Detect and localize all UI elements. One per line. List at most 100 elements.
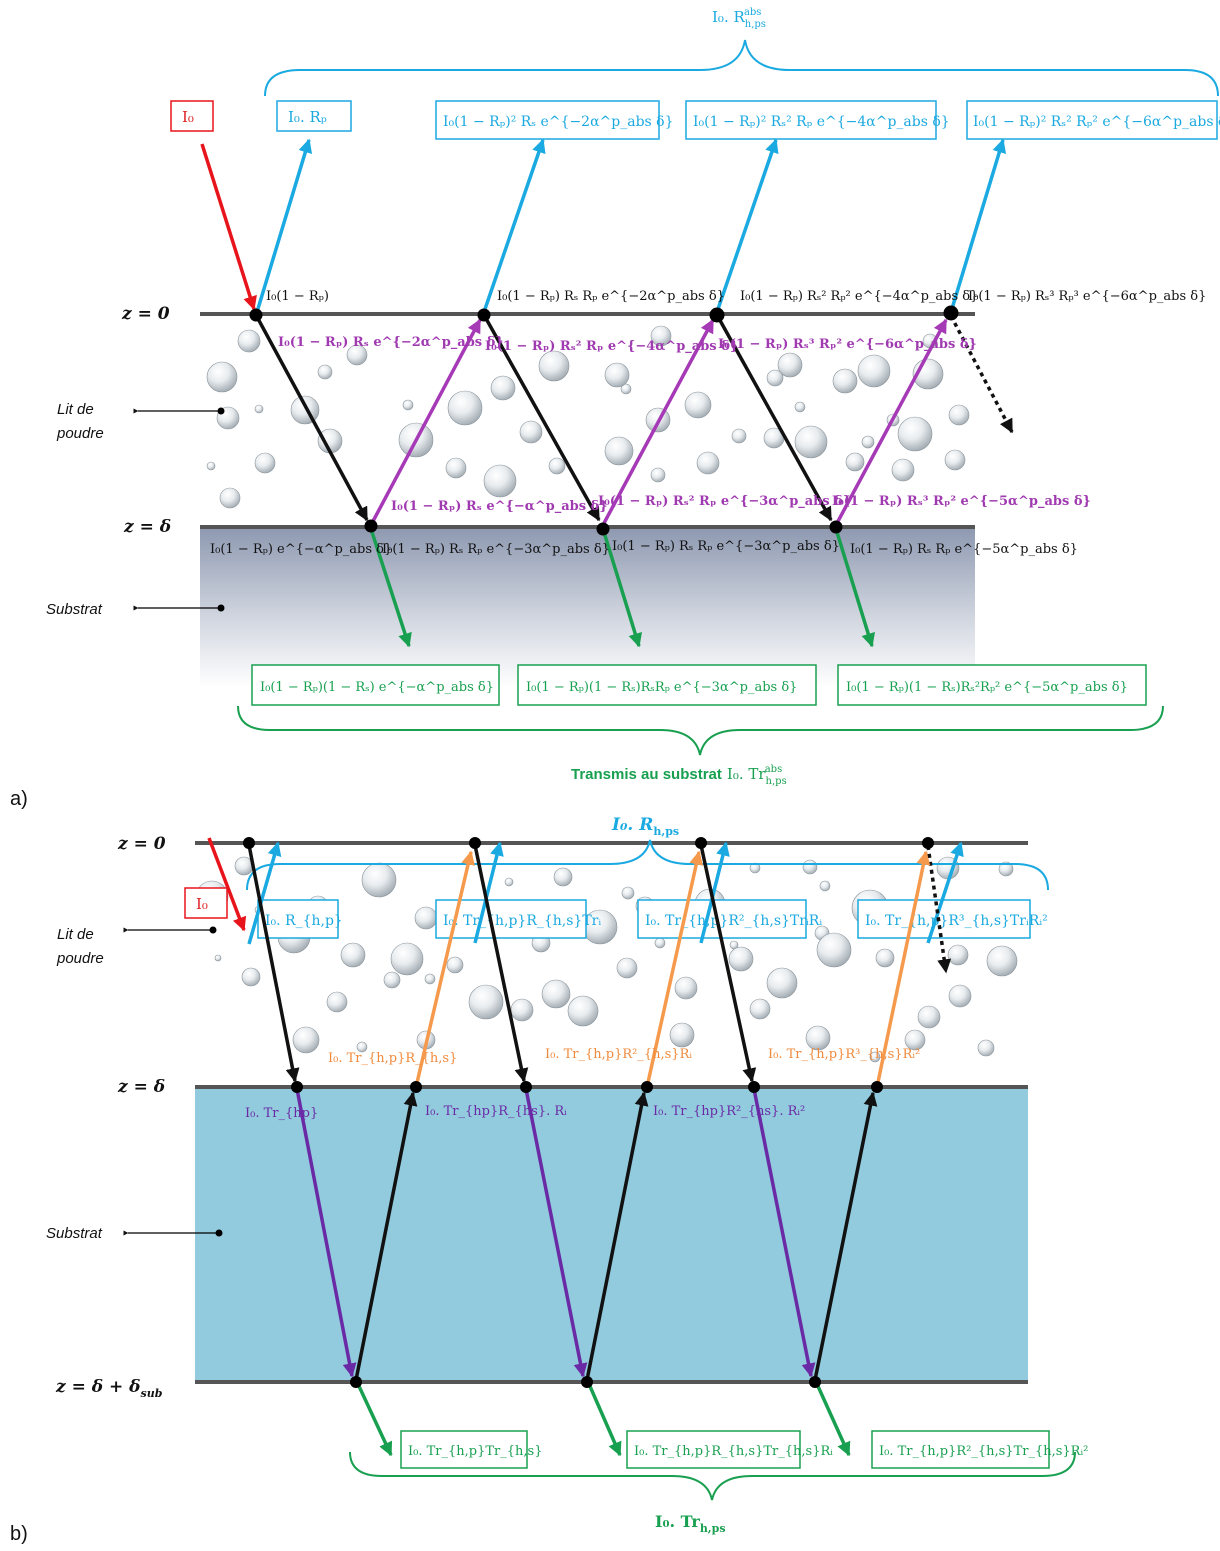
panel-b: I₀. Rh,ps I₀ I₀. R_{h,p} I₀. Tr_{h,p}R_{… <box>10 815 1088 1545</box>
transmitted-ray-b1 <box>356 1383 393 1457</box>
substrate-region-a <box>200 527 975 687</box>
bottom-surface-label-a2: I₀(1 − Rₚ) Rₛ Rₚ e^{−3α^p_abs δ} <box>382 542 610 557</box>
zdelta-label-a: z = δ <box>123 517 171 537</box>
sub-up-ray-b2 <box>585 1091 649 1381</box>
up-ray-b2 <box>645 850 704 1088</box>
powder-particle <box>219 487 241 509</box>
svg-text:I₀(1 − Rₚ)² Rₛ e^{−2α^p_abs δ}: I₀(1 − Rₚ)² Rₛ e^{−2α^p_abs δ} <box>443 114 674 130</box>
powder-particle <box>504 877 514 887</box>
substrate-label-b1: I₀. Tr_{hp} <box>245 1106 318 1121</box>
down-ray-a4-dotted <box>949 315 1014 434</box>
powder-particle <box>917 1005 941 1029</box>
sub-up-ray-b3 <box>813 1091 878 1381</box>
powder-particle <box>845 452 865 472</box>
bottom-brace-a <box>237 705 1164 756</box>
powder-particle <box>832 368 858 394</box>
svg-text:I₀(1 − Rₚ)(1 − Rₛ)RₛRₚ e^{−3α^: I₀(1 − Rₚ)(1 − Rₛ)RₛRₚ e^{−3α^p_abs δ} <box>526 680 797 695</box>
powder-particle <box>654 937 666 949</box>
reflected-ray-b4 <box>926 841 964 944</box>
powder-particle <box>446 956 464 974</box>
powder-particle <box>340 942 366 968</box>
reflected-box-b3: I₀. Tr_{h,p}R²_{h,s}TrᵢRᵢ <box>637 899 822 939</box>
transmitted-box-a3: I₀(1 − Rₚ)(1 − Rₛ)Rₛ²Rₚ² e^{−5α^p_abs δ} <box>837 664 1147 706</box>
incident-ray-b-line <box>210 928 244 1038</box>
powder-particle <box>794 425 828 459</box>
up-ray-a3 <box>834 318 948 526</box>
down-ray-a1 <box>254 314 369 522</box>
powder-label-a-2: poudre <box>56 425 104 442</box>
powder-label-b-1: Lit de <box>57 926 94 943</box>
powder-particle <box>616 957 638 979</box>
powder-particle <box>214 954 222 962</box>
bottom-brace-label-b: I₀. Trh,ps <box>655 1512 726 1535</box>
powder-particle <box>891 458 915 482</box>
top-surface-label-a4: I₀(1 − Rₚ) Rₛ³ Rₚ³ e^{−6α^p_abs δ} <box>968 289 1206 304</box>
powder-particle <box>447 390 483 426</box>
top-surface-label-a2: I₀(1 − Rₚ) Rₛ Rₚ e^{−2α^p_abs δ} <box>497 289 725 304</box>
powder-particle <box>897 416 933 452</box>
powder-pointer-dot-b <box>209 926 217 934</box>
substrate-label-b3: I₀. Tr_{hp}R²_{hs}. Rᵢ² <box>653 1104 805 1119</box>
powder-particle <box>948 984 972 1008</box>
powder-particle <box>621 886 635 900</box>
sub-up-ray-b1 <box>354 1091 418 1381</box>
reflected-ray-a1 <box>255 138 313 313</box>
powder-particle <box>696 451 720 475</box>
reflected-ray-b2 <box>473 841 504 944</box>
substrate-label-b2: I₀. Tr_{hp}R_{hs}. Rᵢ <box>425 1104 567 1119</box>
powder-particle <box>802 859 818 875</box>
reflected-box-a2: I₀(1 − Rₚ)² Rₛ e^{−2α^p_abs δ} <box>435 100 674 140</box>
incident-label-a: I₀ <box>182 108 194 126</box>
powder-particle <box>604 362 630 388</box>
powder-particle <box>766 967 798 999</box>
bottom-internal-label-a1: I₀(1 − Rₚ) Rₛ e^{−α^p_abs δ} <box>391 499 608 514</box>
powder-particle <box>468 984 504 1020</box>
powder-pointer-dot-a <box>217 407 225 415</box>
bottom-internal-label-a2: I₀(1 − Rₚ) Rₛ² Rₚ e^{−3α^p_abs δ} <box>598 494 851 509</box>
powder-particle <box>390 942 424 976</box>
powder-particle <box>383 971 401 989</box>
powder-particle <box>490 375 516 401</box>
powder-particle <box>510 998 534 1022</box>
down-ray-a2 <box>482 314 601 522</box>
sub-down-ray-b1 <box>295 1088 357 1378</box>
powder-particles-b <box>195 856 1018 1063</box>
powder-particle <box>445 457 467 479</box>
svg-text:I₀. R_{h,p}: I₀. R_{h,p} <box>265 913 343 929</box>
svg-text:I₀. Rₚ: I₀. Rₚ <box>288 108 327 126</box>
powder-particle <box>816 932 852 968</box>
powder-particle <box>749 998 771 1020</box>
reflected-ray-b3 <box>699 841 730 944</box>
reflected-box-a3: I₀(1 − Rₚ)² Rₛ² Rₚ e^{−4α^p_abs δ} <box>685 100 950 140</box>
reflected-box-a1: I₀. Rₚ <box>276 100 352 132</box>
incident-arrow-b <box>207 837 247 932</box>
powder-particle <box>977 1039 995 1057</box>
substrate-region-b <box>195 1087 1028 1382</box>
incident-ray-a <box>200 143 257 311</box>
powder-particle <box>731 428 747 444</box>
bottom-brace-b <box>349 1451 1076 1501</box>
powder-particle <box>356 1041 368 1053</box>
powder-particle <box>326 991 348 1013</box>
z0-label-a: z = 0 <box>121 304 170 324</box>
reflected-ray-a4 <box>949 138 1007 313</box>
powder-label-b-2: poudre <box>56 950 104 967</box>
zdelta-label-b: z = δ <box>117 1077 165 1097</box>
powder-particle <box>254 452 276 474</box>
up-ray-a2 <box>601 318 715 526</box>
powder-particle <box>553 867 573 887</box>
powder-particle <box>805 1025 831 1051</box>
powder-particle <box>669 1022 695 1048</box>
powder-particle <box>292 1026 320 1054</box>
powder-particle <box>728 946 754 972</box>
powder-particle <box>604 436 634 466</box>
reflected-box-b4: I₀. Tr_{h,p}R³_{h,s}TrᵢRᵢ² <box>857 899 1048 939</box>
powder-particle <box>948 404 970 426</box>
powder-particle <box>567 995 599 1027</box>
powder-particle <box>944 449 966 471</box>
powder-particle <box>861 435 875 449</box>
incident-box-b <box>184 887 228 919</box>
reflected-box-b2: I₀. Tr_{h,p}R_{h,s}Trᵢ <box>435 899 601 939</box>
